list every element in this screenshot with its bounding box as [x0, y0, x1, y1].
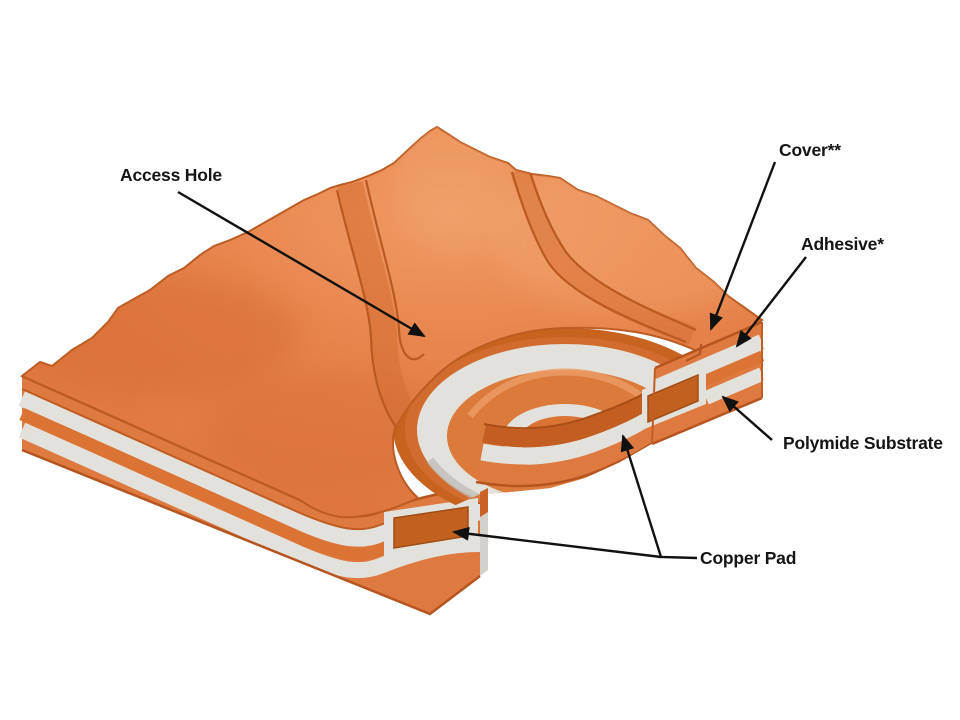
bite-adhesive-band — [480, 407, 658, 465]
cover-arrow — [709, 161, 777, 331]
copper-pad-arrow-upper — [620, 434, 698, 560]
adhesive-label: Adhesive* — [801, 234, 884, 254]
right-adhesive-stripe-2 — [703, 367, 765, 405]
trace-groove-left-line-2 — [364, 179, 425, 361]
trace-groove-right-fill — [510, 166, 696, 346]
bite-cross-section — [475, 392, 663, 488]
right-face-top-edge — [654, 320, 763, 370]
copper-pad-edge-line — [483, 393, 645, 430]
bite-left-cut-wall — [480, 488, 488, 576]
copper-pad-arrow-lower — [452, 526, 662, 559]
front-left-bottom-outline — [21, 448, 481, 616]
access-hole-arrow — [177, 190, 426, 338]
substrate-label: Polymide Substrate — [783, 433, 943, 453]
right-face-left-edge — [651, 367, 656, 445]
trace-groove-right-line-2 — [526, 165, 697, 332]
copper-pad-highlight — [467, 368, 661, 419]
highlight-blob-peak — [395, 127, 515, 255]
copper-pad-cut-face — [482, 392, 653, 448]
copper-pad-label: Copper Pad — [700, 548, 796, 568]
cover-label: Cover** — [779, 140, 841, 160]
bite-substrate-band — [478, 420, 662, 484]
cover-step-line — [685, 343, 702, 362]
cut-wall-cover — [480, 488, 488, 517]
callout-labels: Access Hole Cover** Adhesive* Polymide S… — [120, 140, 943, 568]
adhesive-arrow — [735, 256, 807, 348]
access-hole-label: Access Hole — [120, 165, 222, 185]
trace-groove-right-line-1 — [510, 171, 687, 344]
callout-arrows — [177, 161, 807, 560]
right-copper-pad-window — [647, 373, 699, 424]
right-face-bottom-edge — [651, 396, 763, 446]
right-edge-layers — [642, 320, 766, 446]
substrate-arrow — [721, 395, 773, 441]
trace-groove-left-line-1 — [335, 189, 397, 428]
shadow-blob-left — [22, 273, 300, 397]
